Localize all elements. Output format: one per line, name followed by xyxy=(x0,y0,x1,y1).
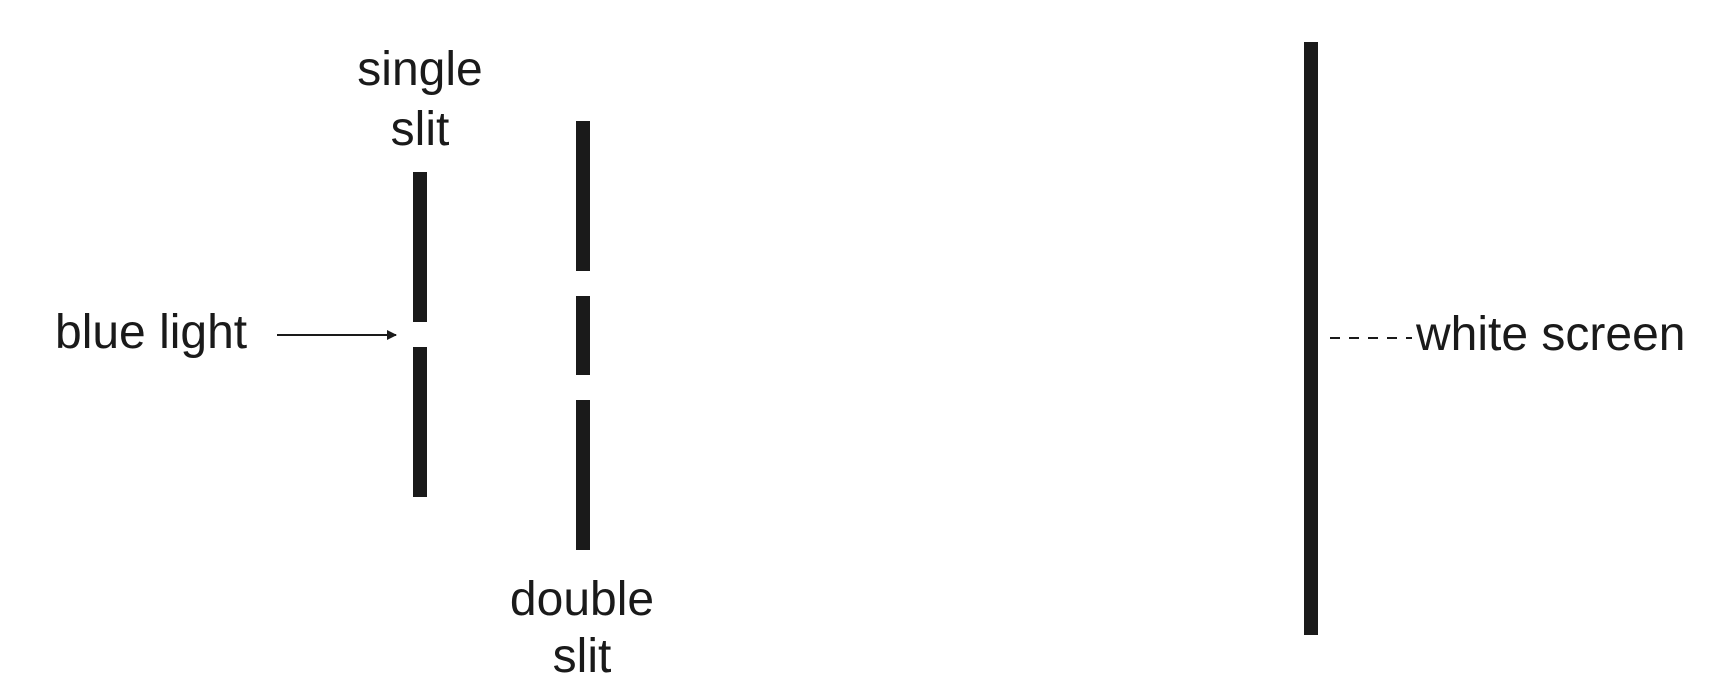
double-slit-label-line2: slit xyxy=(553,630,612,680)
single-slit-barrier xyxy=(413,172,427,497)
white-screen-bar xyxy=(1304,42,1318,635)
single-slit-lower-bar xyxy=(413,347,427,497)
single-slit-label-line2: slit xyxy=(391,103,450,156)
double-slit-bottom-bar xyxy=(576,400,590,550)
double-slit-middle-bar xyxy=(576,296,590,375)
double-slit-barrier xyxy=(576,121,590,550)
blue-light-label: blue light xyxy=(55,306,247,359)
white-screen-label: white screen xyxy=(1415,308,1685,361)
double-slit-label-line1: double xyxy=(510,573,654,626)
double-slit-top-bar xyxy=(576,121,590,271)
single-slit-label-line1: single xyxy=(357,43,482,96)
single-slit-upper-bar xyxy=(413,172,427,322)
